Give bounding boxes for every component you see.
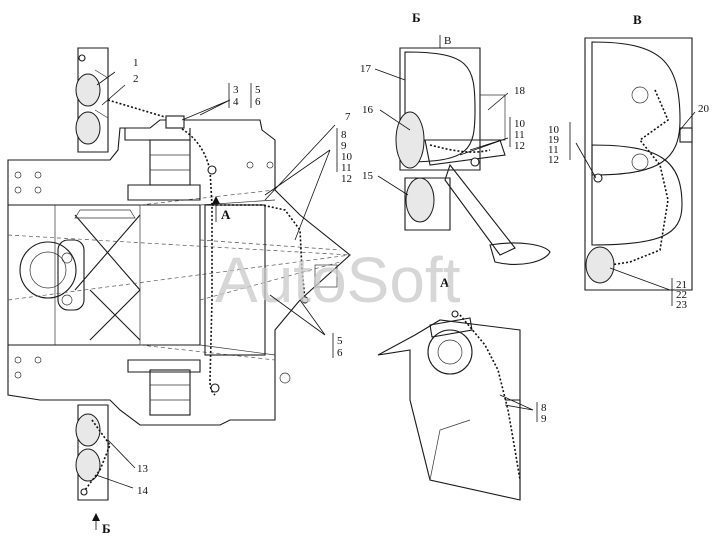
callout-9: 9 [341,140,347,152]
callout-16: 16 [362,104,374,116]
callout-a-9: 9 [541,413,547,425]
callout-b-12: 12 [514,140,525,152]
callout-group-5: 5 [337,335,343,347]
callout-10: 10 [341,151,353,163]
callout-v-19: 19 [548,134,560,146]
callout-v-10: 10 [548,124,560,136]
callout-v-12: 12 [548,154,559,166]
view-label-v-small: В [444,35,451,47]
callout-11: 11 [341,162,352,174]
view-label-b-arrow: Б [102,521,111,536]
callout-leaders [95,68,696,489]
view-label-b: Б [412,10,421,25]
view-label-v: В [633,12,642,27]
callout-21: 21 [676,279,687,291]
callout-23: 23 [676,299,688,311]
callout-group-6: 6 [337,347,343,359]
view-b-detail: Б В [395,10,551,265]
callout-3: 3 [233,84,239,96]
headlamp-bottom [75,404,111,501]
callout-17: 17 [360,63,372,75]
callout-b-10: 10 [514,118,526,130]
view-label-a-arrow: А [221,207,231,222]
callout-b-11: 11 [514,129,525,141]
callout-18: 18 [514,85,526,97]
view-label-a: А [440,275,450,290]
view-a-detail: А [377,275,521,501]
callout-12: 12 [341,173,352,185]
callout-v-11: 11 [548,144,559,156]
wiring-harness-main [107,99,309,396]
callout-6: 6 [255,96,261,108]
view-arrow-b: Б [92,513,111,536]
callout-15: 15 [362,170,374,182]
callout-4: 4 [233,96,239,108]
view-arrow-a: А [212,196,231,222]
view-v-detail: В [584,12,693,291]
callout-22: 22 [676,289,687,301]
headlamp-top [75,47,109,153]
callout-8: 8 [341,129,347,141]
callout-1: 1 [133,57,139,69]
callout-a-8: 8 [541,402,547,414]
callout-7: 7 [345,111,351,123]
chassis-frame [7,119,351,426]
callout-20: 20 [698,103,710,115]
callout-2: 2 [133,73,139,85]
watermark: AutoSoft [215,244,461,316]
callout-13: 13 [137,463,149,475]
callout-14: 14 [137,485,149,497]
callout-numbers: 1 2 3 4 5 6 7 8 9 10 11 12 5 6 13 14 17 … [133,57,710,497]
callout-5: 5 [255,84,261,96]
